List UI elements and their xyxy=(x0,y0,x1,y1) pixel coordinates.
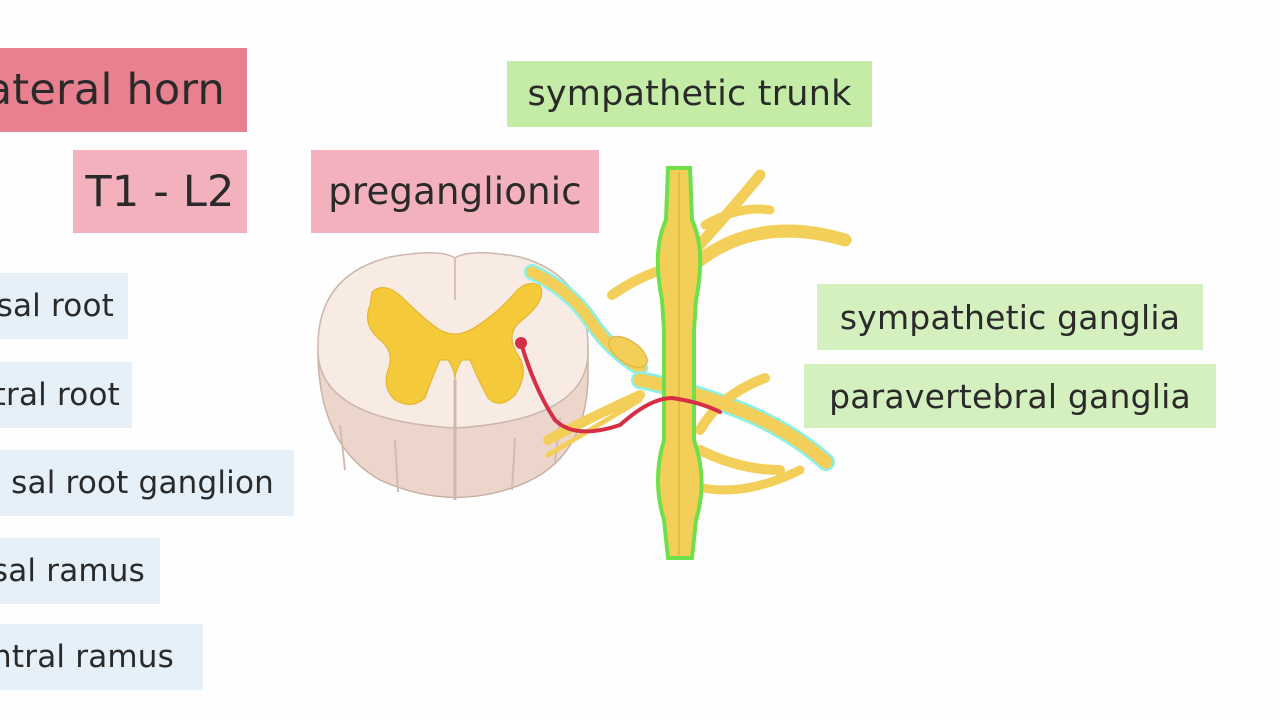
sympathetic-ganglia-label: sympathetic ganglia xyxy=(817,284,1203,350)
ventral-ramus-label: ntral ramus xyxy=(0,624,203,690)
spinal-cord-section xyxy=(317,252,589,500)
paravertebral-ganglia-label: paravertebral ganglia xyxy=(804,364,1216,428)
ventral-root-label: tral root xyxy=(0,362,132,428)
dorsal-root-label: sal root xyxy=(0,273,128,339)
t1-l2-label: T1 - L2 xyxy=(73,150,247,233)
sympathetic-trunk-shape xyxy=(655,166,704,560)
preganglionic-fiber xyxy=(515,337,722,434)
dorsal-ramus-label: sal ramus xyxy=(0,538,160,604)
preganglionic-label: preganglionic xyxy=(311,150,599,233)
lateral-horn-label: ateral horn xyxy=(0,48,247,132)
sympathetic-trunk-label: sympathetic trunk xyxy=(507,61,872,127)
dorsal-root-ganglion-label: sal root ganglion xyxy=(0,450,294,516)
